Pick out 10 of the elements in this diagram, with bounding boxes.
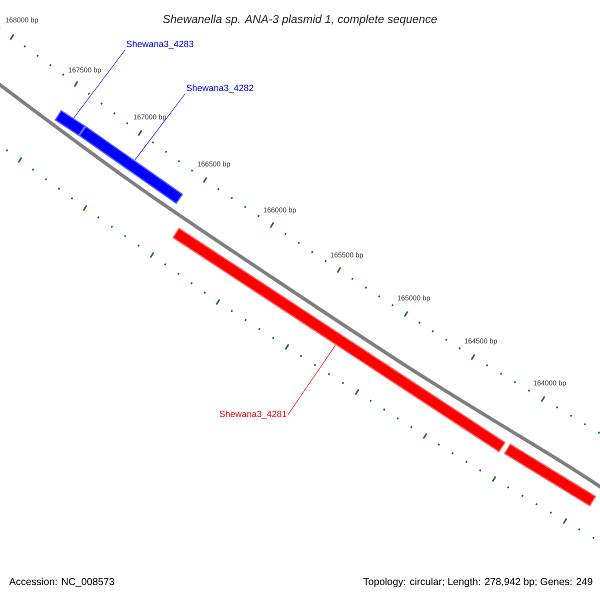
- accession-text: Accession: NC_008573: [9, 578, 114, 587]
- title: Shewanella sp. ANA-3 plasmid 1, complete sequence: [163, 14, 437, 26]
- leader-line: [134, 94, 186, 160]
- leader-line: [288, 344, 336, 415]
- leader-line: [73, 50, 126, 118]
- sequence-info-text: Topology: circular; Length: 278,942 bp; Genes: 249: [363, 578, 592, 588]
- gene-bar: [172, 228, 506, 452]
- gene-label: Shewana3_4282: [186, 84, 254, 93]
- gene-label: Shewana3_4281: [220, 410, 286, 419]
- gene-label: Shewana3_4283: [126, 40, 194, 49]
